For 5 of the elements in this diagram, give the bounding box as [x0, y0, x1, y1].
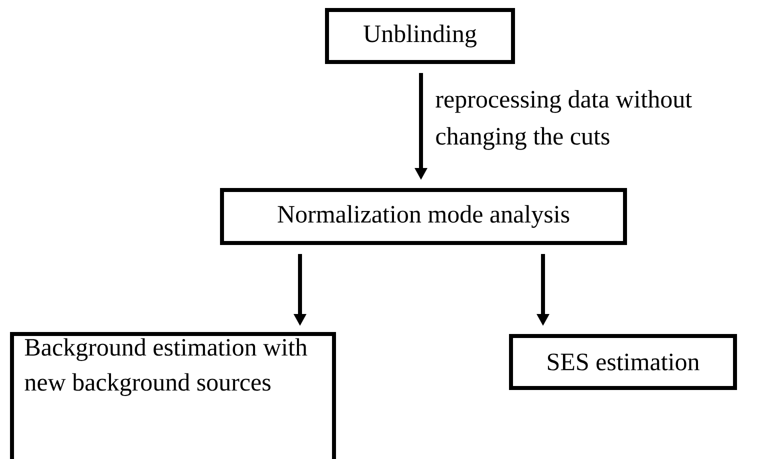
process-box: SES estimation	[509, 334, 737, 390]
process-box: Normalization mode analysis	[220, 188, 627, 245]
process-box: Background estimation with new background sources	[10, 332, 336, 459]
process-box: Unblinding	[325, 8, 515, 64]
edge-label: reprocessing data without changing the cuts	[436, 90, 692, 150]
